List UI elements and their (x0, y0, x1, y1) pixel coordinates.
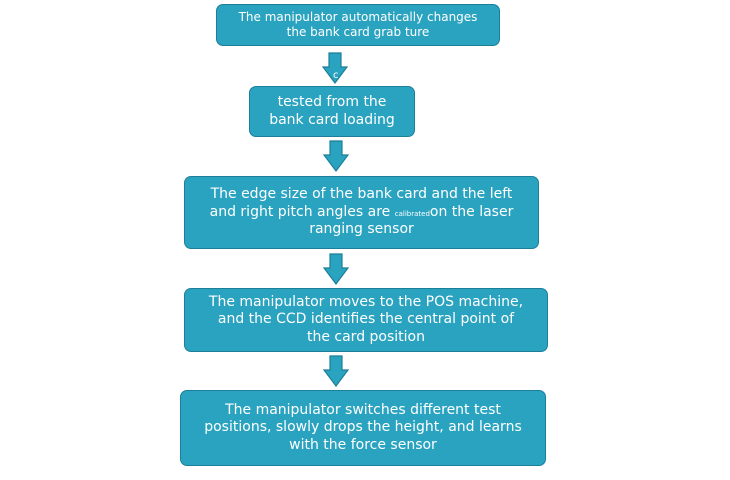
step-2-line-1: tested from the (277, 94, 387, 110)
step-5-box: The manipulator switches different test … (180, 390, 546, 466)
step-1-box: The manipulator automatically changes th… (216, 4, 500, 46)
arrow-blip: c (333, 70, 339, 81)
step-4-line-2: and the CCD identifies the central point… (217, 311, 515, 328)
step-1-line-2: the bank card grab ture (286, 25, 430, 39)
step-5-line-3: with the force sensor (289, 436, 437, 453)
step-4-box: The manipulator moves to the POS machine… (184, 288, 548, 352)
step-2-line-2: bank card loading (269, 111, 395, 128)
step-3-line-2b: on the laser (429, 203, 514, 220)
step-3-line-2-small: calibrated (394, 209, 430, 218)
step-3-line-3: ranging sensor (309, 221, 414, 238)
step-3-box: The edge size of the bank card and the l… (184, 176, 539, 249)
arrow-down-4 (323, 355, 349, 387)
step-1-line-1: The manipulator automatically changes (238, 10, 478, 24)
arrow-down-2 (323, 140, 349, 172)
arrow-down-3 (323, 253, 349, 285)
step-4-line-1: The manipulator moves to the POS machine… (208, 293, 524, 310)
arrow-down-1 (322, 52, 348, 84)
step-3-line-2: and right pitch angles are calibratedon … (210, 204, 514, 222)
step-3-line-1: The edge size of the bank card and the l… (210, 186, 513, 203)
step-3-line-2a: and right pitch angles are (209, 203, 395, 220)
step-4-line-3: the card position (306, 328, 425, 345)
step-5-line-1: The manipulator switches different test (225, 401, 501, 418)
step-2-box: tested from the bank card loading (249, 86, 415, 137)
step-5-line-2: positions, slowly drops the height, and … (204, 419, 522, 436)
